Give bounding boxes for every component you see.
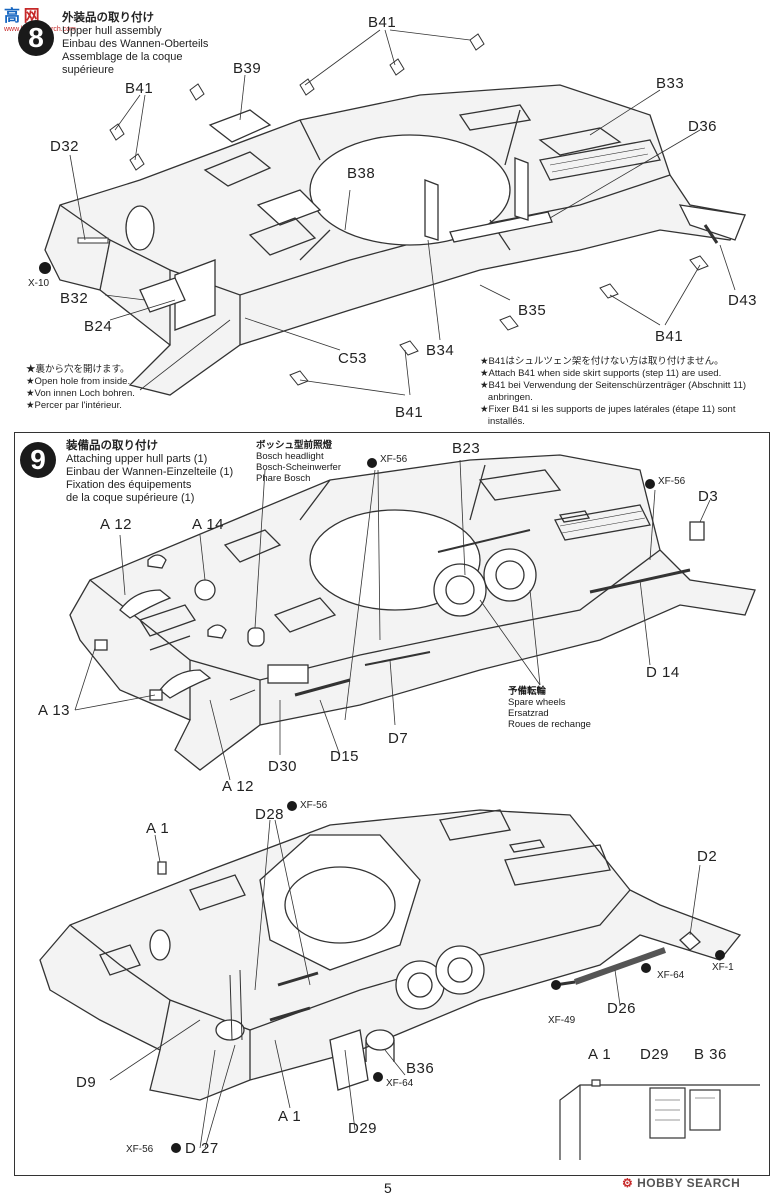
label-b41-right: B41 (655, 328, 684, 345)
label-xf56-d: XF-56 (126, 1144, 154, 1155)
label-a1-top: A 1 (146, 820, 170, 837)
label-a12-bottom: A 12 (222, 778, 255, 795)
note-right-de: ★B41 bei Verwendung der Seitenschürzentr… (480, 380, 747, 391)
step-8-title-fr2: supérieure (62, 64, 114, 76)
step-8-title-fr: Assemblage de la coque (62, 51, 183, 63)
spare-wheels-jp: 予備転輪 (508, 686, 547, 697)
label-d14: D 14 (646, 664, 680, 681)
note-left-fr: ★Percer par l'intérieur. (26, 400, 122, 411)
step-9-title-fr: Fixation des équipements (66, 479, 192, 491)
label-d7: D7 (388, 730, 409, 747)
step-8-hull-drawing (39, 29, 747, 396)
spare-wheels-caption: 予備転輪 Spare wheels Ersatzrad Roues de rec… (508, 686, 591, 730)
label-a13: A 13 (38, 702, 71, 719)
watermark-text: HOBBY SEARCH (637, 1176, 741, 1190)
headlight-jp: ボッシュ型前照燈 (256, 440, 333, 451)
label-d26: D26 (607, 1000, 637, 1017)
step-9-title: 装備品の取り付け Attaching upper hull parts (1) … (66, 440, 233, 505)
label-x10: X-10 (28, 278, 50, 289)
label-d2: D2 (697, 848, 718, 865)
headlight-en: Bosch headlight (256, 451, 324, 462)
label-d43: D43 (728, 292, 758, 309)
inset-label-b36: B 36 (694, 1046, 727, 1063)
step-9-title-fr2: de la coque supérieure (1) (66, 492, 195, 504)
note-right-en: ★Attach B41 when side skirt supports (st… (480, 368, 722, 379)
note-right-de2: anbringen. (480, 392, 533, 403)
label-b41-top: B41 (368, 14, 397, 31)
label-c53: C53 (338, 350, 368, 367)
note-left-jp: ★裏から穴を開けます。 (26, 364, 130, 375)
inset-label-a1: A 1 (588, 1046, 612, 1063)
note-left-de: ★Von innen Loch bohren. (26, 388, 135, 399)
note-right-fr2: installés. (480, 416, 525, 427)
label-d15: D15 (330, 748, 360, 765)
label-xf56-c-text: XF-56 (300, 800, 328, 811)
watermark-char-1: 高 (4, 8, 21, 25)
label-xf64-b: XF-64 (386, 1078, 414, 1089)
label-d27: D 27 (185, 1140, 219, 1157)
label-b38: B38 (347, 165, 376, 182)
label-b41-bottom: B41 (395, 404, 424, 421)
label-b32: B32 (60, 290, 89, 307)
spare-wheels-de: Ersatzrad (508, 708, 549, 719)
label-a12-top: A 12 (100, 516, 133, 533)
label-d3: D3 (698, 488, 719, 505)
page-number: 5 (384, 1180, 392, 1196)
note-right-fr: ★Fixer B41 si les supports de jupes laté… (480, 404, 736, 415)
label-b34: B34 (426, 342, 455, 359)
step-8-note-right: ★B41はシュルツェン架を付けない方は取り付けません。 ★Attach B41 … (480, 356, 770, 428)
inset-label-d29: D29 (640, 1046, 670, 1063)
label-xf56-a: XF-56 (380, 454, 408, 465)
note-right-jp: ★B41はシュルツェン架を付けない方は取り付けません。 (480, 356, 724, 367)
step-9-title-jp: 装備品の取り付け (66, 440, 158, 452)
label-b23: B23 (452, 440, 481, 457)
label-b33: B33 (656, 75, 685, 92)
label-a1-bottom: A 1 (278, 1108, 302, 1125)
label-b24: B24 (84, 318, 113, 335)
label-d9: D9 (76, 1074, 97, 1091)
label-xf49: XF-49 (548, 1015, 576, 1026)
footer-watermark: ⚙ HOBBY SEARCH (622, 1176, 740, 1190)
step-9-number: 9 (20, 442, 56, 478)
label-d36: D36 (688, 118, 718, 135)
step-8-note-left: ★裏から穴を開けます。 ★Open hole from inside. ★Von… (26, 364, 135, 412)
headlight-caption: ボッシュ型前照燈 Bosch headlight Bosch-Scheinwer… (256, 440, 341, 484)
spare-wheels-fr: Roues de rechange (508, 719, 591, 730)
step-8-title-de: Einbau des Wannen-Oberteils (62, 38, 209, 50)
label-d28: D28 (255, 806, 285, 823)
label-xf56-b: XF-56 (658, 476, 686, 487)
step-9-title-en: Attaching upper hull parts (1) (66, 453, 208, 465)
step-8-title-jp: 外装品の取り付け (62, 12, 154, 24)
spare-wheels-en: Spare wheels (508, 697, 566, 708)
note-left-en: ★Open hole from inside. (26, 376, 131, 387)
label-d29: D29 (348, 1120, 378, 1137)
label-xf64-a: XF-64 (657, 970, 685, 981)
label-b35: B35 (518, 302, 547, 319)
label-b41-left: B41 (125, 80, 154, 97)
step-8-number: 8 (18, 20, 54, 56)
label-d32: D32 (50, 138, 80, 155)
watermark-gear-icon: ⚙ (622, 1176, 634, 1190)
label-d30: D30 (268, 758, 298, 775)
label-b39: B39 (233, 60, 262, 77)
label-a14: A 14 (192, 516, 225, 533)
headlight-fr: Phare Bosch (256, 473, 311, 484)
step-9-title-de: Einbau der Wannen-Einzelteile (1) (66, 466, 234, 478)
step-8-title-en: Upper hull assembly (62, 25, 162, 37)
label-xf1: XF-1 (712, 962, 734, 973)
headlight-de: Bosch-Scheinwerfer (256, 462, 342, 473)
label-xf56-c: XF-56 (300, 800, 327, 811)
step-8-title: 外装品の取り付け Upper hull assembly Einbau des … (62, 12, 208, 77)
label-b36: B36 (406, 1060, 435, 1077)
